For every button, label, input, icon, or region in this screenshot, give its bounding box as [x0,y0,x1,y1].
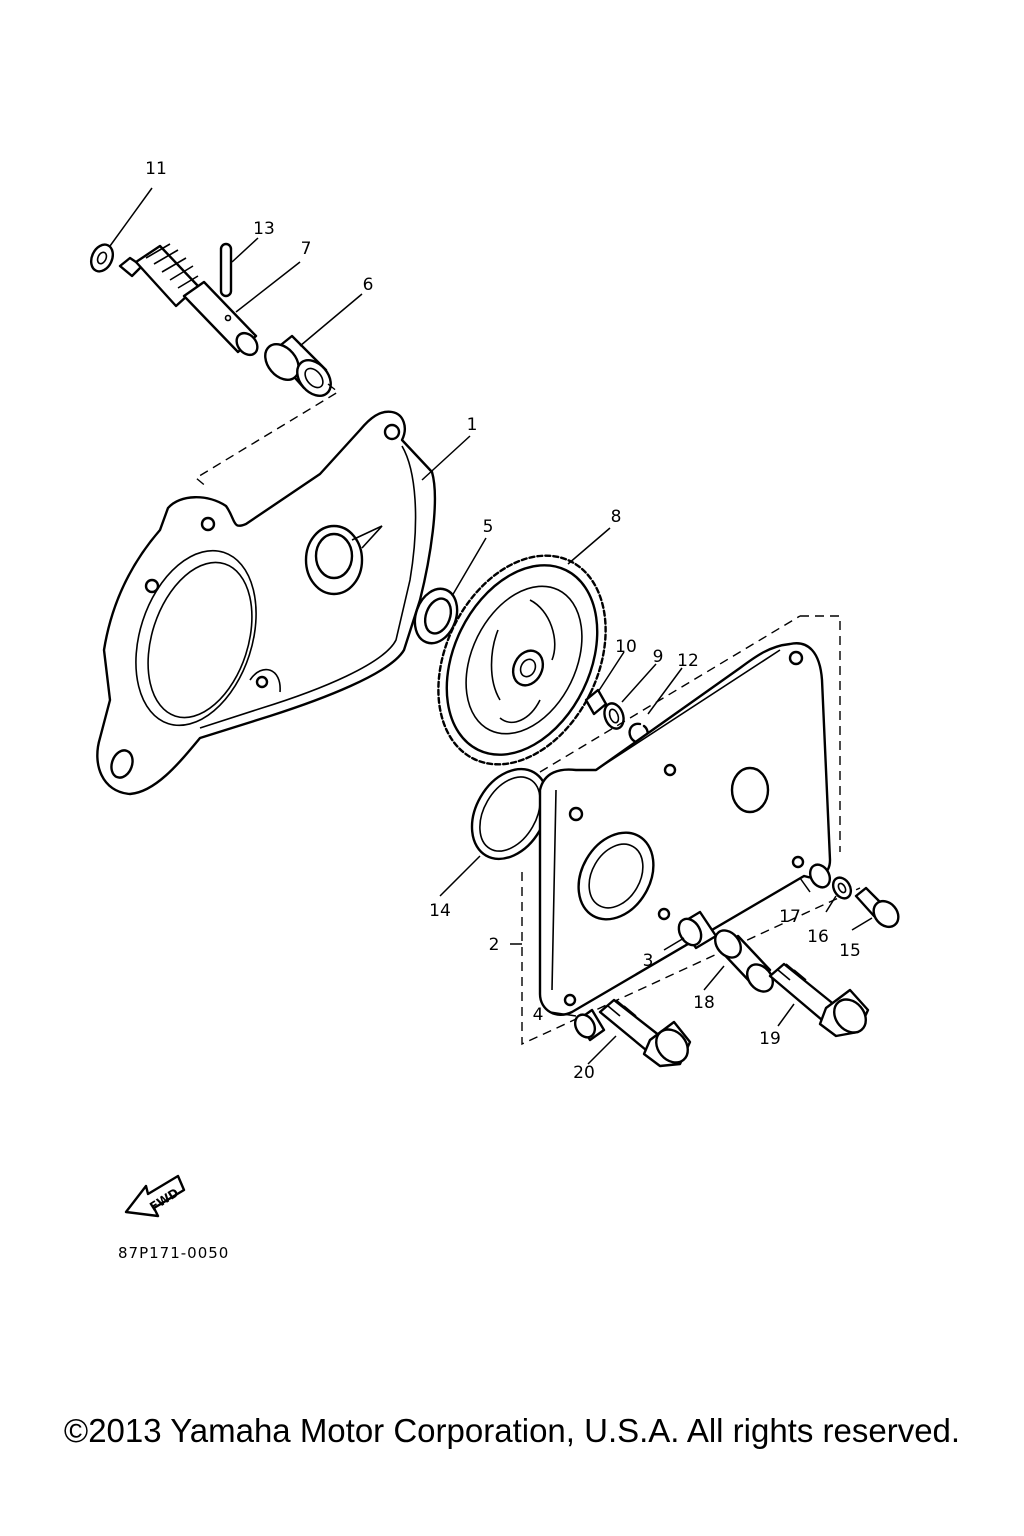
part-20-bolt [598,998,692,1068]
part-9-washer [603,702,625,730]
part-11-washer [89,243,115,273]
callout-10: 10 [615,637,637,657]
callout-4: 4 [533,1005,544,1025]
callout-11: 11 [145,159,167,179]
assembly-box-cover [521,615,861,1046]
part-6-collar [264,334,332,397]
part-5-bearing [413,587,459,645]
callout-18: 18 [693,993,715,1013]
part-1-case [96,410,437,796]
part-7-worm-shaft [118,243,259,357]
part-8-gear [437,554,607,766]
callout-2: 2 [489,935,500,955]
callout-19: 19 [759,1029,781,1049]
part-15-bolt [854,886,900,929]
part-4-dowel [573,1008,606,1042]
callout-16: 16 [807,927,829,947]
callout-20: 20 [573,1063,595,1083]
part-19-bolt [768,962,870,1038]
leader-lines [109,187,873,1065]
part-18-collar [713,929,775,993]
callout-12: 12 [677,651,699,671]
forward-arrow-icon: FWD [124,1174,186,1218]
part-16-lock-washer [831,876,853,900]
callout-labels: 11 13 7 6 1 5 8 10 9 12 14 2 17 16 15 3 … [145,159,861,1083]
callout-3: 3 [643,951,654,971]
part-2-cover [538,642,832,1017]
callout-8: 8 [611,507,622,527]
callout-17: 17 [779,907,801,927]
callout-9: 9 [653,647,664,667]
part-13-pin [219,242,233,298]
copyright-footer: ©2013 Yamaha Motor Corporation, U.S.A. A… [63,1412,961,1449]
part-14-o-ring [470,767,550,861]
callout-5: 5 [483,517,494,537]
assembly-line-shaft [194,383,340,489]
drawing-code: 87P171-0050 [118,1244,230,1262]
callout-15: 15 [839,941,861,961]
callout-6: 6 [363,275,374,295]
callout-1: 1 [467,415,478,435]
callout-13: 13 [253,219,275,239]
part-10-key [584,688,608,716]
part-17-washer [808,863,832,889]
callout-7: 7 [301,239,312,259]
callout-14: 14 [429,901,451,921]
